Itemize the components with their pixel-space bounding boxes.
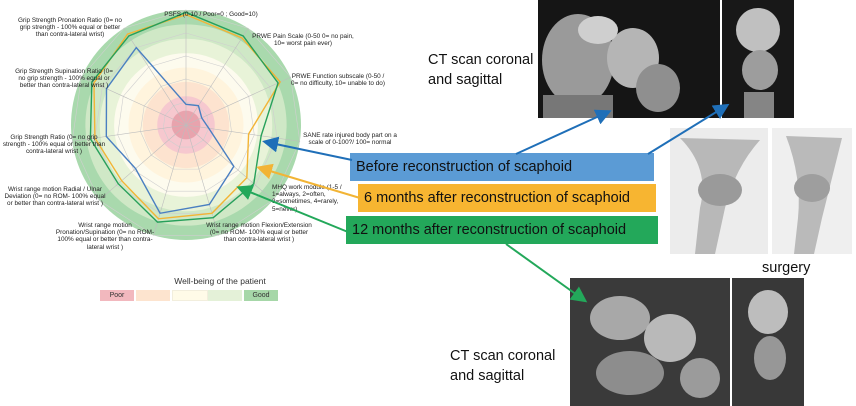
axis-label-sane: SANE rate injured body part on a scale o… xyxy=(303,132,397,147)
arrow-before-to-ct-coronal xyxy=(515,109,612,155)
axis-label-prwe-function: PRWE Function subscale (0-50 / 0= no dif… xyxy=(291,73,385,88)
axis-label-grip-supination: Grip Strength Supination Ratio (0= no gr… xyxy=(15,68,113,90)
radar-chart xyxy=(0,0,400,330)
axis-label-grip-pronation: Grip Strength Pronation Ratio (0= no gri… xyxy=(18,17,122,39)
radar-spoke-7 xyxy=(98,124,187,201)
axis-label-flexion: Wrist range motion Flexion/Extension (0=… xyxy=(206,222,312,244)
caption-ct-bottom-line1: CT scan coronal xyxy=(450,348,556,364)
radar-spoke-5 xyxy=(185,124,219,236)
radar-spoke-1 xyxy=(185,28,249,126)
ct-scan-top-coronal xyxy=(538,0,720,118)
caption-surgery: surgery xyxy=(762,260,811,276)
legend-cell-3 xyxy=(172,290,208,301)
legend-title: Well-being of the patient xyxy=(174,276,266,286)
radar-series-1 xyxy=(93,13,282,220)
callout-12-months: 12 months after reconstruction of scapho… xyxy=(346,216,658,244)
radar-grid-2 xyxy=(140,78,232,170)
caption-ct-top-line1: CT scan coronal xyxy=(428,52,534,68)
legend-cell-good: Good xyxy=(244,290,278,301)
caption-ct-top: CT scan coronal and sagittal xyxy=(428,50,538,90)
radar-spoke-6 xyxy=(153,124,187,236)
caption-ct-bottom: CT scan coronal and sagittal xyxy=(450,346,568,386)
radar-spoke-3 xyxy=(185,124,300,142)
ct-scan-bottom-sagittal xyxy=(732,278,804,406)
radar-grid-4 xyxy=(94,32,278,214)
axis-label-psfs: PSFS (0-10 / Poor=0 ; Good=10) xyxy=(164,11,258,18)
axis-label-radial-ulnar: Wrist range motion Radial / Ulnar Deviat… xyxy=(4,186,106,208)
radar-grid-1 xyxy=(162,101,210,148)
caption-ct-bottom-line2: and sagittal xyxy=(450,368,525,384)
axis-label-grip-ratio: Grip Strength Ratio (0= no grip strength… xyxy=(2,134,106,156)
radar-spoke-2 xyxy=(185,76,291,126)
axis-label-mhq: MHQ work module (1-5 / 1=always, 2=often… xyxy=(272,184,342,213)
radar-svg xyxy=(71,9,301,240)
ct-scan-top-sagittal xyxy=(722,0,794,118)
caption-ct-top-line2: and sagittal xyxy=(428,72,503,88)
xray-surgery-left xyxy=(670,128,768,254)
radar-series-0 xyxy=(105,46,235,215)
callout-before: Before reconstruction of scaphoid xyxy=(350,153,654,181)
legend-cell-4 xyxy=(208,290,242,301)
axis-label-pronation-supination: Wrist range motion Pronation/Supination … xyxy=(55,222,155,251)
xray-surgery-right xyxy=(772,128,852,254)
radar-grid-5 xyxy=(71,9,301,236)
radar-spoke-8 xyxy=(72,124,187,142)
radar-spoke-10 xyxy=(123,28,187,126)
radar-series-2 xyxy=(89,11,279,223)
radar-grid-3 xyxy=(117,55,255,192)
legend-cell-2 xyxy=(136,290,170,301)
ct-scan-bottom-coronal xyxy=(570,278,730,406)
legend-cell-poor: Poor xyxy=(100,290,134,301)
callout-6-months: 6 months after reconstruction of scaphoi… xyxy=(358,184,656,212)
axis-label-prwe-pain: PRWE Pain Scale (0-50 0= no pain, 10= wo… xyxy=(252,33,354,48)
radar-spoke-9 xyxy=(81,76,187,126)
